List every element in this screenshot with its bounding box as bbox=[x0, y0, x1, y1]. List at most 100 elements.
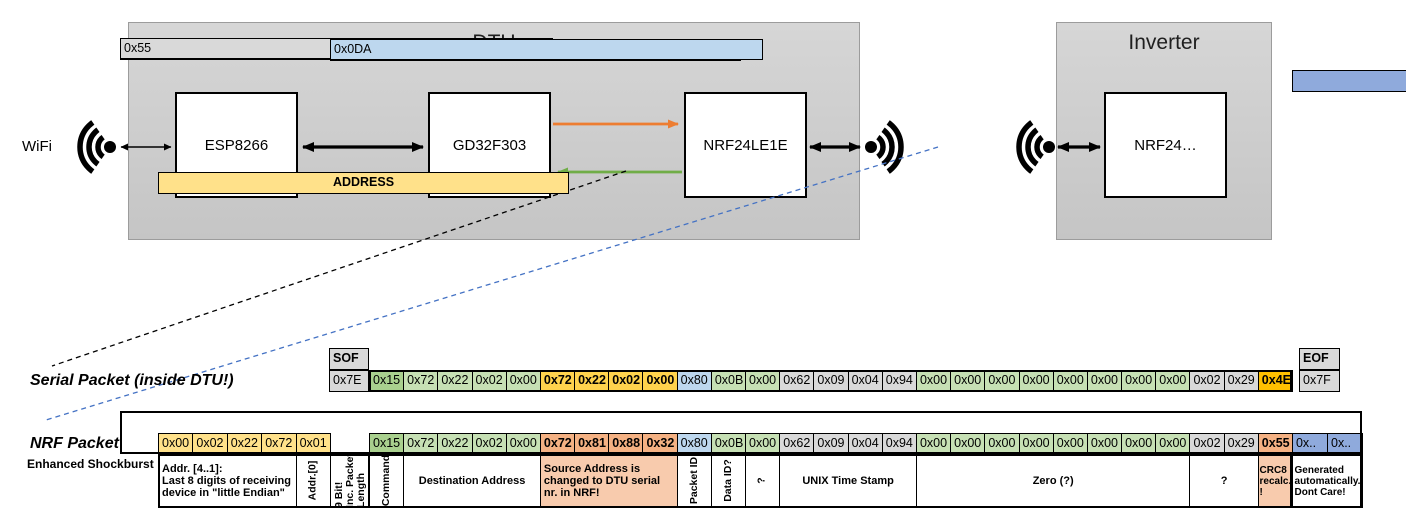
serial-byte-cell: 0x22 bbox=[574, 370, 610, 392]
esp8266-label: ESP8266 bbox=[204, 136, 269, 154]
annotation-cell: ? bbox=[745, 454, 781, 508]
address-byte-cell: 0x22 bbox=[226, 433, 263, 454]
serial-byte-cell: 0x72 bbox=[403, 370, 439, 392]
annotation-cell: 9 Bit! Inc. Packet Length bbox=[330, 454, 370, 508]
serial-byte-cell: 0x22 bbox=[437, 370, 473, 392]
annotation-cell: Addr.[0] bbox=[295, 454, 331, 508]
nrf-byte-cell: 0x00 bbox=[505, 433, 541, 454]
nrf-byte-cell: 0x62 bbox=[779, 433, 815, 454]
nrf-byte-cell: 0x72 bbox=[539, 433, 576, 454]
nrf-byte-cell: 0x94 bbox=[881, 433, 917, 454]
nrf-byte-cell: 0x29 bbox=[1223, 433, 1259, 454]
serial-byte-cell: 0x80 bbox=[676, 370, 712, 392]
nrf-byte-cell: 0x88 bbox=[608, 433, 644, 454]
nrf-byte-cell: 0x04 bbox=[847, 433, 883, 454]
serial-byte-cell: 0x00 bbox=[505, 370, 541, 392]
serial-byte-cell: 0x00 bbox=[1018, 370, 1054, 392]
inverter-group-box bbox=[1056, 22, 1272, 240]
eof-header-cell: EOF bbox=[1299, 348, 1340, 370]
nrf-byte-cell: 0x00 bbox=[950, 433, 986, 454]
nrf-byte-cell: 0x00 bbox=[1086, 433, 1123, 454]
serial-byte-cell: 0x00 bbox=[915, 370, 952, 392]
annotation-cell: ? bbox=[1189, 454, 1259, 508]
serial-byte-cell: 0x02 bbox=[608, 370, 644, 392]
inverter-nrf24-label: NRF24… bbox=[1134, 136, 1197, 154]
nrf-byte-cell: 0x09 bbox=[813, 433, 849, 454]
serial-byte-cell: 0x15 bbox=[369, 370, 405, 392]
annotation-cell: Source Address is changed to DTU serial … bbox=[539, 454, 678, 508]
annotation-vertical-text: ? bbox=[756, 477, 769, 485]
serial-byte-cell: 0x09 bbox=[813, 370, 849, 392]
eof-byte-cell: 0x7F bbox=[1299, 370, 1340, 392]
sof-byte-cell: 0x7E bbox=[329, 370, 369, 392]
annotation-cell: Generated automatically. Dont Care! bbox=[1291, 454, 1363, 508]
serial-byte-cell: 0x0B bbox=[710, 370, 747, 392]
inverter-nrf24-box: NRF24… bbox=[1104, 92, 1227, 198]
serial-byte-cell: 0x4E bbox=[1257, 370, 1293, 392]
nrf24le1e-label: NRF24LE1E bbox=[703, 136, 788, 154]
serial-byte-cell: 0x94 bbox=[881, 370, 917, 392]
serial-byte-cell: 0x02 bbox=[471, 370, 507, 392]
nrf-packet-label: NRF Packet bbox=[30, 434, 119, 452]
serial-byte-cell: 0x00 bbox=[984, 370, 1020, 392]
nrf-byte-cell: 0x02 bbox=[471, 433, 507, 454]
address-byte-cell: 0x72 bbox=[261, 433, 297, 454]
address-byte-cell: 0x01 bbox=[295, 433, 331, 454]
nrf-crc-header-cell: NRF CRC bbox=[1291, 70, 1406, 92]
serial-packet-label: Serial Packet (inside DTU!) bbox=[30, 372, 234, 389]
address-header-cell: ADDRESS bbox=[158, 172, 569, 194]
annotation-cell: Addr. [4..1]: Last 8 digits of receiving… bbox=[158, 454, 297, 508]
nrf-byte-cell: 0x00 bbox=[1052, 433, 1088, 454]
serial-byte-cell: 0x72 bbox=[539, 370, 576, 392]
nrf-crc-byte-cell: 0x.. bbox=[1327, 433, 1363, 454]
serial-byte-cell: 0x00 bbox=[1121, 370, 1157, 392]
nrf-byte-cell: 0x00 bbox=[915, 433, 952, 454]
nrf-byte-cell: 0x15 bbox=[369, 433, 405, 454]
annotation-cell: Packet ID bbox=[676, 454, 712, 508]
annotation-vertical-text: Command bbox=[380, 455, 393, 507]
annotation-cell: CRC8 recalc. ! bbox=[1257, 454, 1293, 508]
nrf-byte-cell: 0x55 bbox=[1257, 433, 1293, 454]
inverter-title: Inverter bbox=[1128, 31, 1200, 54]
annotation-vertical-text: Packet ID bbox=[687, 457, 700, 505]
nrf-byte-cell: 0x00 bbox=[984, 433, 1020, 454]
nrf-byte-cell: 0x00 bbox=[1018, 433, 1054, 454]
address-byte-cell: 0x02 bbox=[192, 433, 228, 454]
nrf-crc-byte-cell: 0x.. bbox=[1291, 433, 1328, 454]
serial-byte-cell: 0x62 bbox=[779, 370, 815, 392]
serial-byte-cell: 0x00 bbox=[1155, 370, 1191, 392]
annotation-vertical-text: Data ID? bbox=[721, 459, 734, 503]
nrf-byte-cell: 0x81 bbox=[574, 433, 610, 454]
wifi-label: WiFi bbox=[22, 138, 52, 155]
nrf-byte-cell: 0x00 bbox=[1155, 433, 1191, 454]
nrf-byte-cell: 0x80 bbox=[676, 433, 712, 454]
nrf-byte-cell: 0x72 bbox=[403, 433, 439, 454]
nrf-byte-cell: 0x02 bbox=[1189, 433, 1225, 454]
gd32f303-label: GD32F303 bbox=[452, 136, 527, 154]
nrf24le1e-box: NRF24LE1E bbox=[684, 92, 807, 198]
annotation-cell: Data ID? bbox=[710, 454, 747, 508]
annotation-cell: Destination Address bbox=[403, 454, 541, 508]
annotation-cell: Zero (?) bbox=[915, 454, 1191, 508]
nrf-byte-cell: 0x22 bbox=[437, 433, 473, 454]
serial-byte-cell: 0x00 bbox=[642, 370, 678, 392]
nrf-byte-cell: 0x0B bbox=[710, 433, 747, 454]
annotation-cell: Command bbox=[369, 454, 405, 508]
address-byte-cell: 0x00 bbox=[158, 433, 194, 454]
nrf-byte-cell: 0x00 bbox=[1121, 433, 1157, 454]
serial-byte-cell: 0x02 bbox=[1189, 370, 1225, 392]
serial-byte-cell: 0x04 bbox=[847, 370, 883, 392]
serial-byte-cell: 0x00 bbox=[1052, 370, 1088, 392]
nrf-byte-cell: 0x00 bbox=[745, 433, 781, 454]
enhanced-shockburst-label: Enhanced Shockburst bbox=[27, 457, 154, 471]
serial-byte-cell: 0x00 bbox=[1086, 370, 1123, 392]
serial-byte-cell: 0x00 bbox=[950, 370, 986, 392]
annotation-vertical-text: Addr.[0] bbox=[306, 461, 319, 501]
pcf-byte-cell: 0x0DA bbox=[330, 39, 763, 60]
nrf-byte-cell: 0x32 bbox=[642, 433, 678, 454]
serial-byte-cell: 0x00 bbox=[745, 370, 781, 392]
annotation-cell: UNIX Time Stamp bbox=[779, 454, 917, 508]
sof-header-cell: SOF bbox=[329, 348, 369, 370]
annotation-vertical-text: 9 Bit! Inc. Packet Length bbox=[332, 454, 367, 508]
